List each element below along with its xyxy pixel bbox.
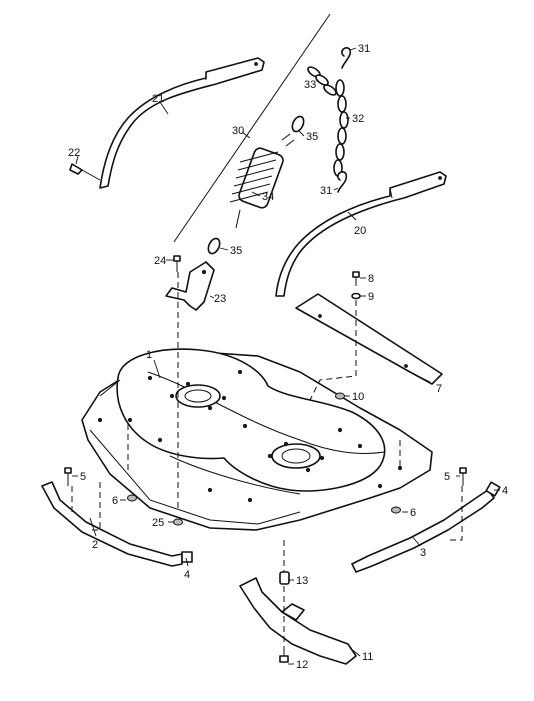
s-hook-bottom — [337, 171, 348, 193]
label-10: 10 — [352, 391, 364, 403]
label-25: 25 — [152, 517, 164, 529]
cap-4-right — [485, 481, 501, 497]
bolt-5-left — [64, 467, 72, 486]
lift-arm-right — [275, 171, 447, 297]
nut-6-right — [391, 506, 401, 514]
label-9: 9 — [368, 291, 374, 303]
label-11: 11 — [362, 651, 373, 663]
ring-upper — [291, 115, 305, 133]
label-22: 22 — [68, 147, 80, 159]
spacer-13 — [279, 571, 290, 585]
label-7: 7 — [436, 383, 442, 395]
label-5-right: 5 — [444, 471, 450, 483]
bolt-8 — [352, 271, 360, 286]
label-33: 33 — [304, 79, 316, 91]
washer-9 — [351, 292, 361, 300]
label-23: 23 — [214, 293, 226, 305]
bolt-24 — [173, 255, 181, 272]
bolt-12 — [279, 650, 289, 663]
deck-bolt-holes — [97, 369, 403, 503]
s-hook-top — [341, 47, 352, 69]
label-24: 24 — [154, 255, 166, 267]
label-32: 32 — [352, 113, 364, 125]
label-31-bottom: 31 — [320, 185, 332, 197]
label-8: 8 — [368, 273, 374, 285]
label-3: 3 — [420, 547, 426, 559]
label-20: 20 — [354, 225, 366, 237]
ring-lower — [207, 237, 221, 255]
part-labels: 1 2 3 4 4 5 5 6 6 7 8 9 10 11 12 13 20 2… — [68, 43, 508, 671]
nut-10 — [335, 392, 345, 400]
label-2: 2 — [92, 539, 98, 551]
deck-cover-plate — [295, 293, 443, 385]
label-30: 30 — [232, 125, 244, 137]
leader-lines — [72, 47, 500, 665]
mower-deck-housing — [81, 348, 433, 531]
mount-bracket — [165, 261, 215, 311]
bolt-22 — [69, 163, 101, 181]
chain — [333, 79, 349, 177]
label-6-right: 6 — [410, 507, 416, 519]
label-5-left: 5 — [80, 471, 86, 483]
assembly-lines — [71, 13, 463, 650]
nut-25 — [173, 518, 183, 526]
label-34: 34 — [262, 191, 274, 203]
label-21: 21 — [152, 93, 164, 105]
label-4-left: 4 — [184, 569, 190, 581]
label-13: 13 — [296, 575, 308, 587]
chain-segment — [307, 66, 337, 96]
nut-6-left — [127, 494, 137, 502]
label-35-lower: 35 — [230, 245, 242, 257]
front-rod-right — [351, 489, 495, 573]
lift-arm-left — [99, 57, 265, 189]
label-1: 1 — [146, 349, 152, 361]
label-4-right: 4 — [502, 485, 508, 497]
label-31-top: 31 — [358, 43, 370, 55]
tension-spring — [229, 133, 295, 229]
label-35-upper: 35 — [306, 131, 318, 143]
bolt-5-right — [459, 467, 467, 486]
label-6-left: 6 — [112, 495, 118, 507]
label-12: 12 — [296, 659, 308, 671]
anti-scalp-bracket — [239, 577, 357, 665]
hardware — [64, 163, 501, 663]
